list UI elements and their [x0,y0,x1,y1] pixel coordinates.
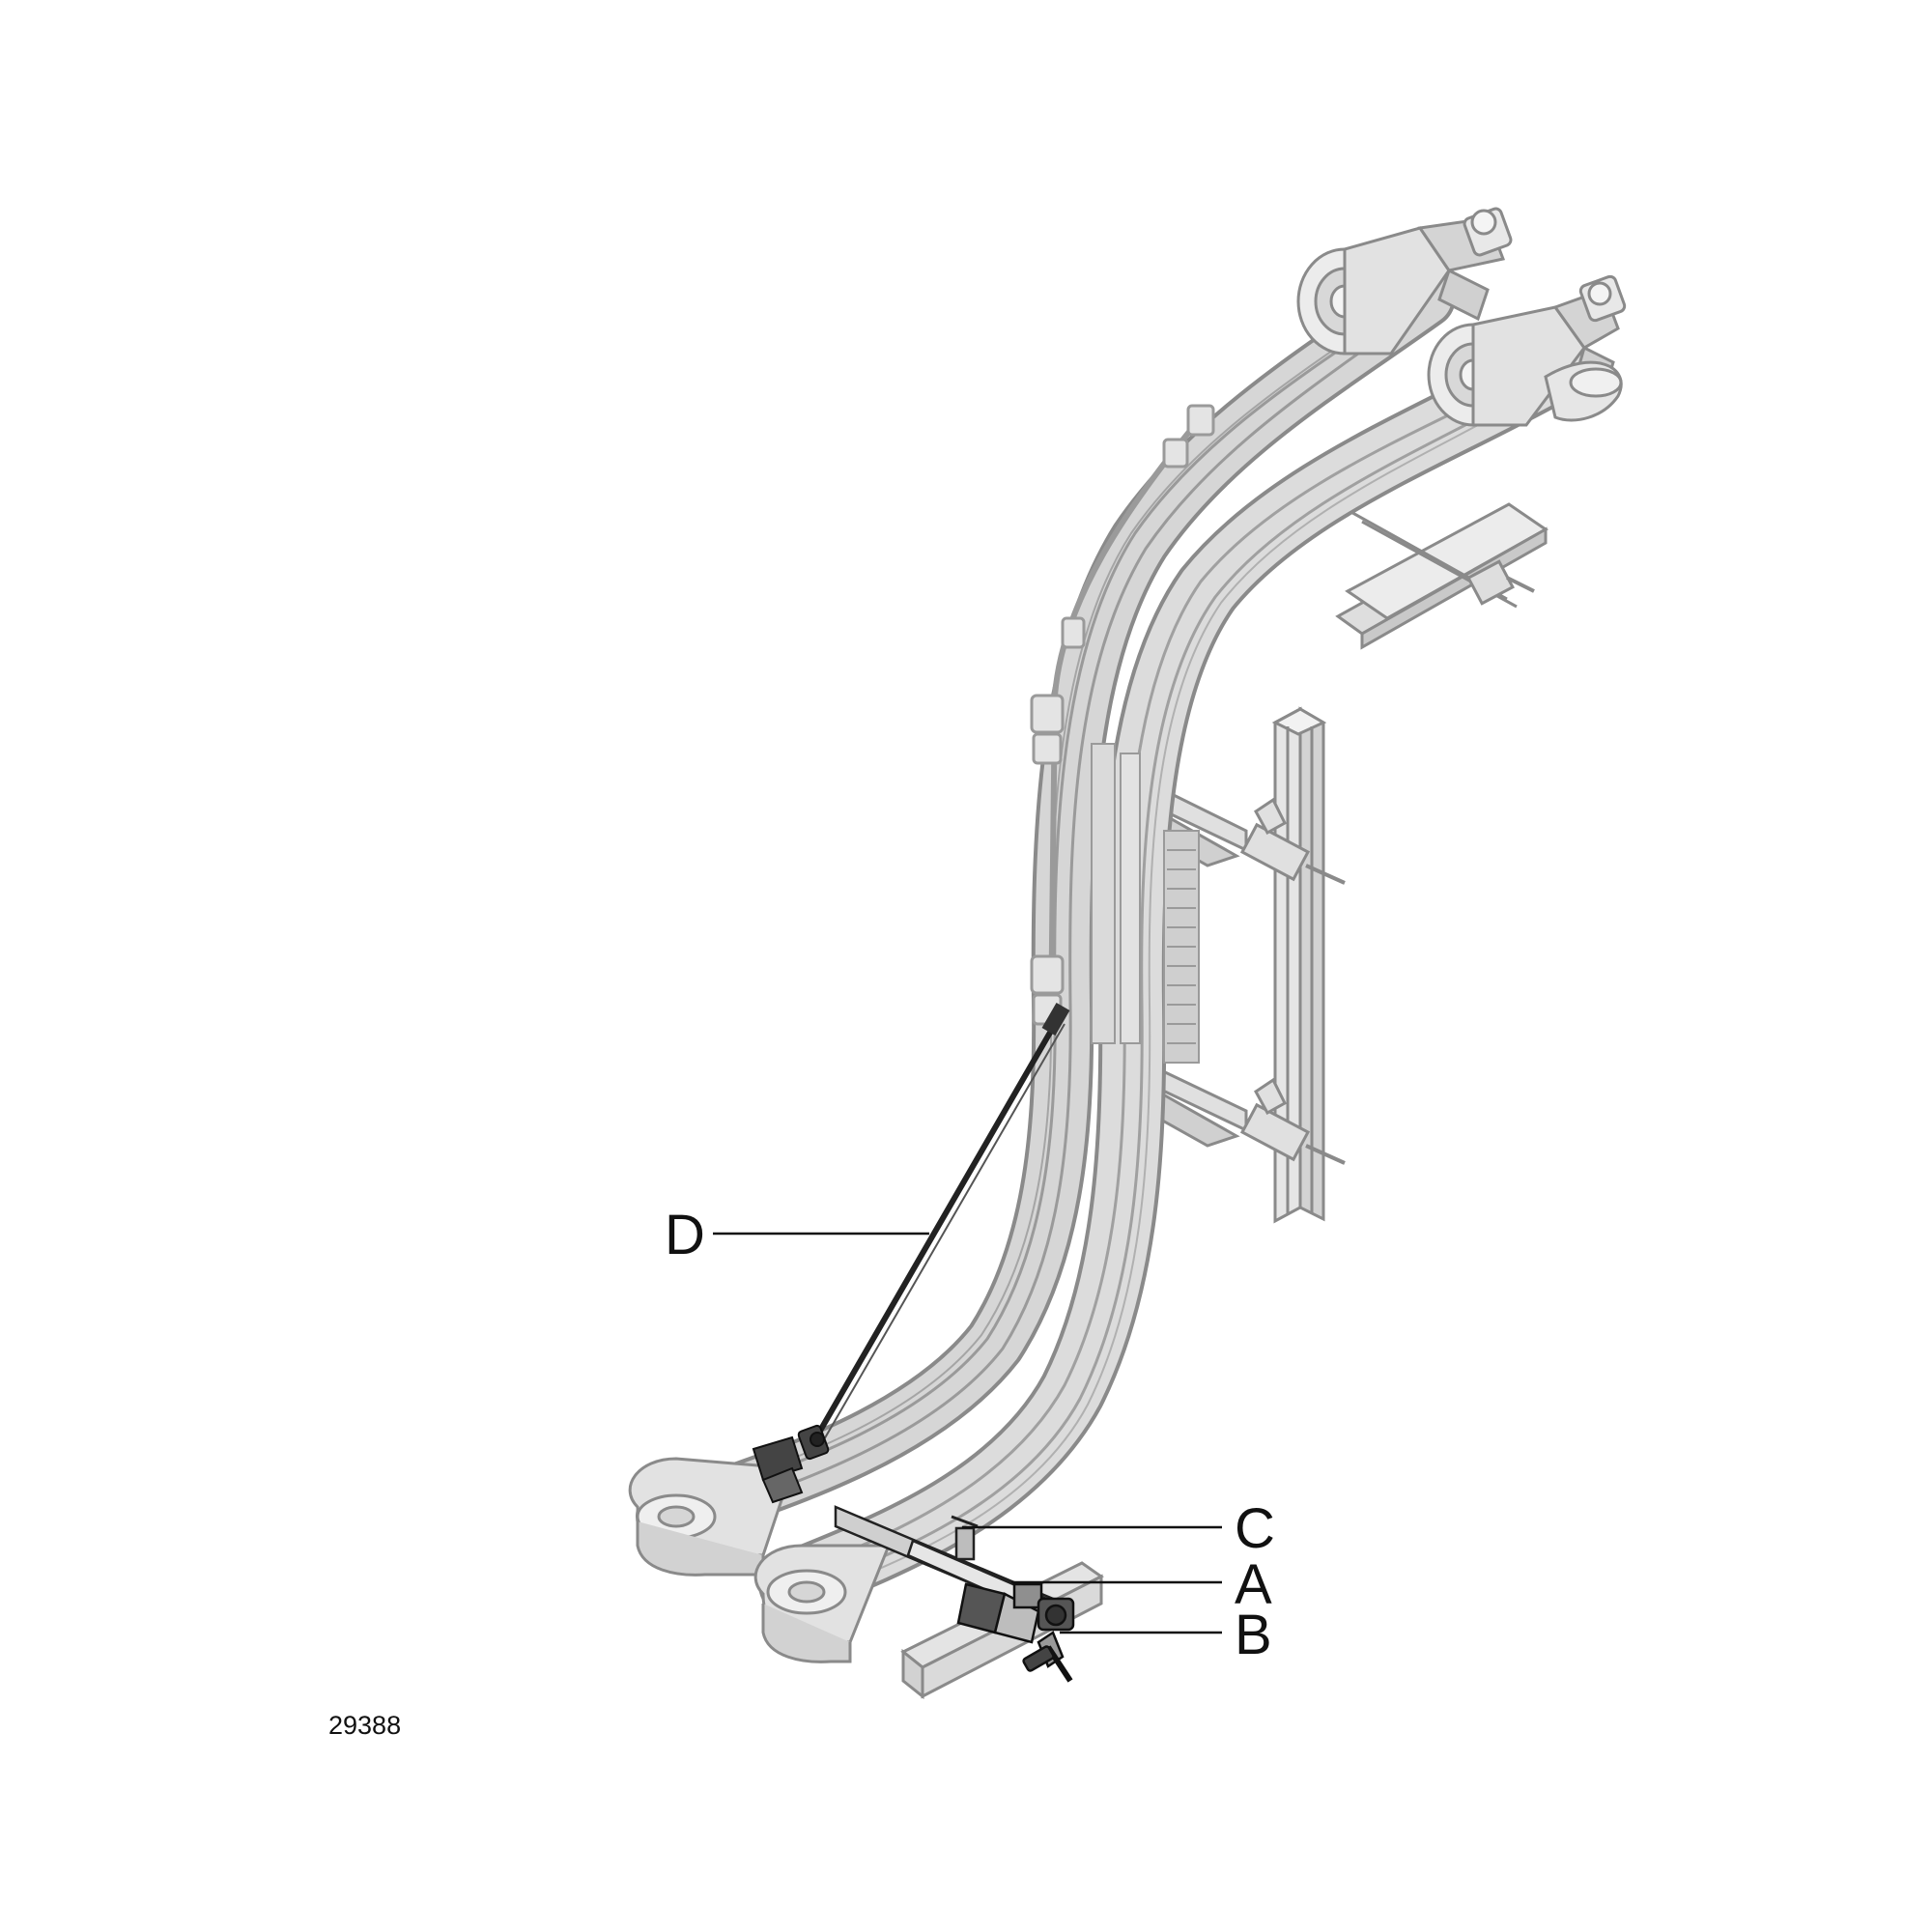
lower-left-end-pulley [628,1457,795,1577]
callout-label-d: D [665,1204,705,1266]
callout-label-b: B [1235,1604,1272,1666]
callout-c: C [962,1497,1275,1560]
figure-number: 29388 [328,1711,401,1740]
slat-section [1091,743,1200,1064]
lower-tension-clamp [752,1424,830,1504]
lower-right-end-pulley [753,1544,892,1663]
side-guide-rail [1030,404,1215,1027]
upper-drive-motor [1296,207,1513,355]
callout-a: A [1011,1553,1272,1616]
callout-d: D [665,1204,929,1266]
callout-b: B [1060,1604,1272,1666]
tension-rod-d [813,1003,1070,1442]
callout-label-a: A [1235,1553,1272,1616]
adjustment-crank-b [1022,1597,1075,1683]
upper-end-pulley [1544,360,1623,422]
callout-label-c: C [1235,1497,1275,1560]
upper-support-bracket [1335,502,1548,650]
tensioner-bracket-a [956,1582,1043,1644]
